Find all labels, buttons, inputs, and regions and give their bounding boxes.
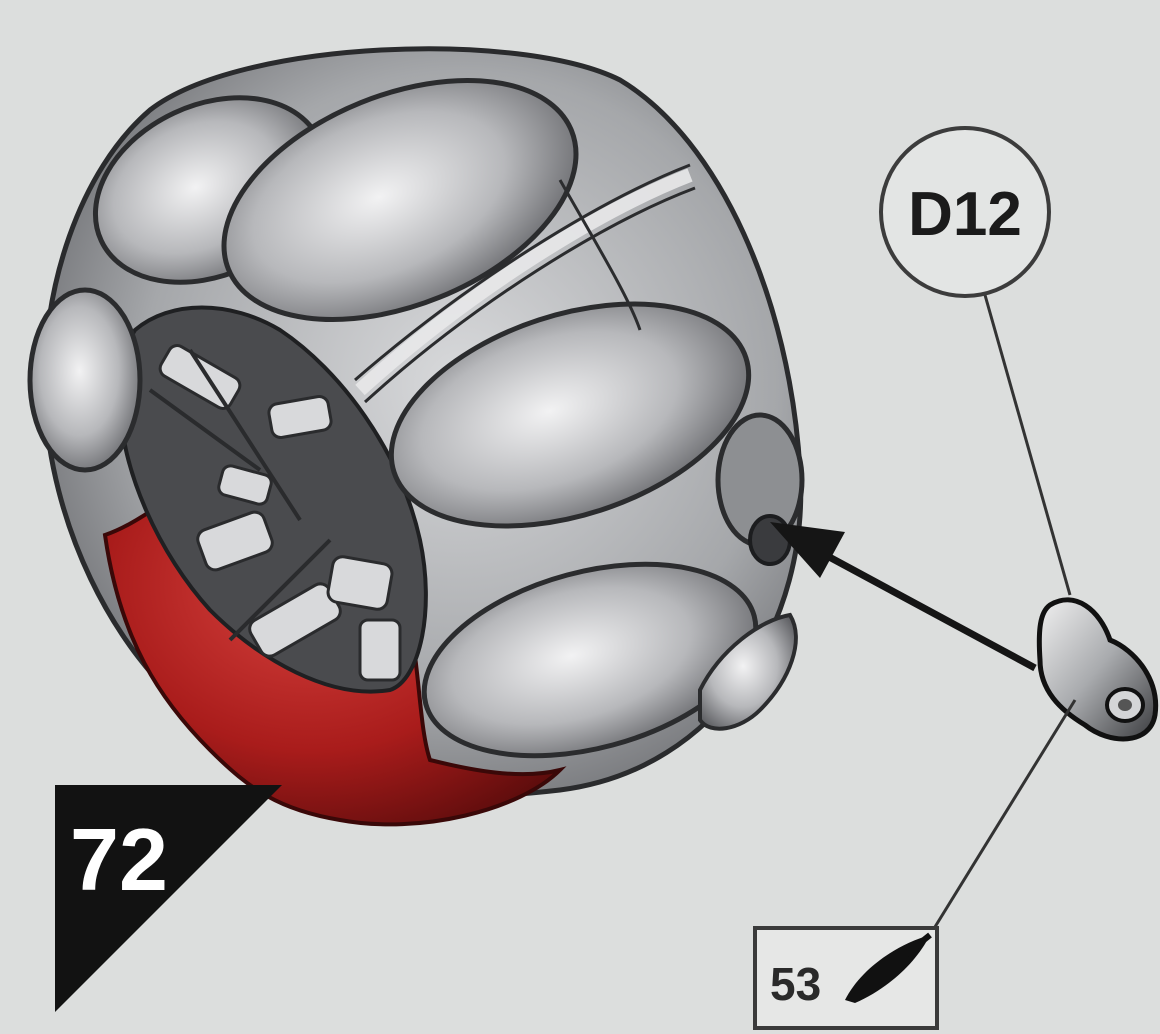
- part-callout: D12: [881, 128, 1070, 595]
- bulge-left: [30, 290, 140, 470]
- engine-cowling-illustration: [30, 33, 802, 824]
- callout-leader-line: [985, 295, 1070, 595]
- paint-callout: 53: [755, 700, 1075, 1028]
- step-badge: 72: [55, 785, 282, 1012]
- paint-number: 53: [770, 958, 821, 1010]
- paint-leader-line: [930, 700, 1075, 935]
- part-code: D12: [908, 180, 1022, 249]
- assembly-arrow: [770, 522, 1035, 668]
- step-number: 72: [70, 810, 168, 909]
- small-part-d12: [1039, 600, 1155, 739]
